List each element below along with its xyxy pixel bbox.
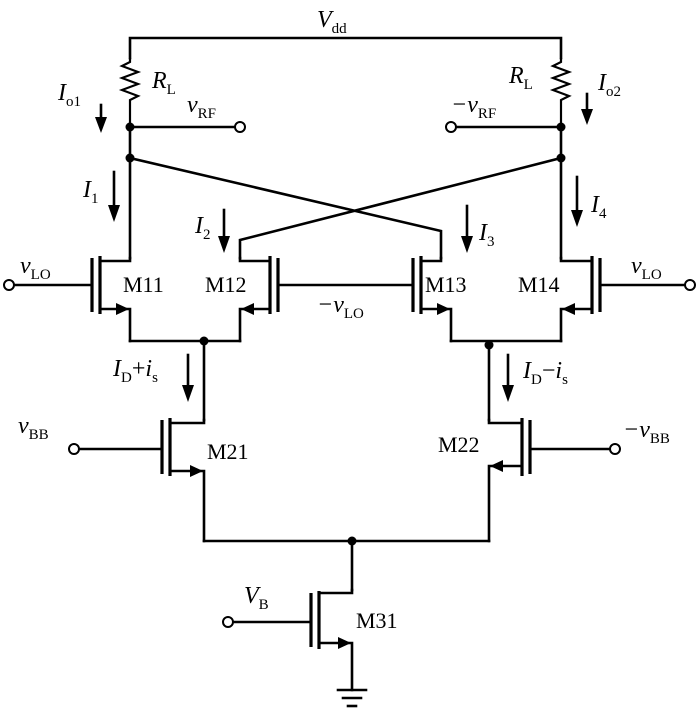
right-tail-current-arrow <box>502 353 514 402</box>
transistor-m12 <box>238 256 280 343</box>
vdd-label: Vdd <box>317 7 347 37</box>
vlo-negative-label: −vLO <box>317 292 364 322</box>
transistor-m21 <box>68 418 206 543</box>
io2-label: Io2 <box>597 70 621 100</box>
transistor-m31 <box>222 588 354 692</box>
vbb-negative-label: −vBB <box>623 417 670 447</box>
i4-label: I4 <box>590 192 607 222</box>
m31-label: M31 <box>356 608 398 633</box>
i1-arrow <box>108 170 120 222</box>
m21-label: M21 <box>207 439 249 464</box>
io1-arrow <box>95 103 107 133</box>
vb-label: VB <box>244 583 269 613</box>
transistor-m22 <box>487 418 621 543</box>
vbb-positive-label: vBB <box>18 413 49 443</box>
vlo-right-label: vLO <box>631 253 662 283</box>
vlo-left-label: vLO <box>20 253 51 283</box>
m14-label: M14 <box>518 272 560 297</box>
m12-label: M12 <box>205 272 247 297</box>
left-pair-tail <box>128 336 242 422</box>
i3-label: I3 <box>478 220 495 250</box>
io2-arrow <box>581 92 593 125</box>
i1-label: I1 <box>82 177 99 207</box>
vrf-negative-label: −vRF <box>451 92 496 122</box>
m22-label: M22 <box>438 432 480 457</box>
common-source-node <box>202 536 491 592</box>
i4-arrow <box>571 175 583 227</box>
transistor-m13 <box>411 256 453 343</box>
load-resistor-right <box>549 58 573 127</box>
left-tail-current-arrow <box>182 353 194 402</box>
m13-label: M13 <box>425 272 467 297</box>
transistor-m11 <box>3 256 132 343</box>
i2-arrow <box>218 208 230 253</box>
rf-output-right <box>445 121 566 133</box>
left-tail-current-label: ID+is <box>112 356 158 386</box>
m11-label: M11 <box>123 272 164 297</box>
i3-arrow <box>461 204 473 253</box>
transistor-m14 <box>559 256 696 343</box>
vrf-positive-label: vRF <box>187 92 216 122</box>
load-resistor-left <box>118 58 142 127</box>
rl-left-label: RL <box>151 68 176 98</box>
i2-label: I2 <box>194 213 211 243</box>
right-pair-tail <box>449 339 563 422</box>
ground-icon <box>336 688 368 708</box>
rl-right-label: RL <box>508 63 533 93</box>
io1-label: Io1 <box>57 80 81 110</box>
vdd-rail <box>128 36 563 60</box>
rf-output-left <box>125 121 246 133</box>
cross-coupling-wires <box>125 125 566 260</box>
right-tail-current-label: ID−is <box>522 358 568 388</box>
